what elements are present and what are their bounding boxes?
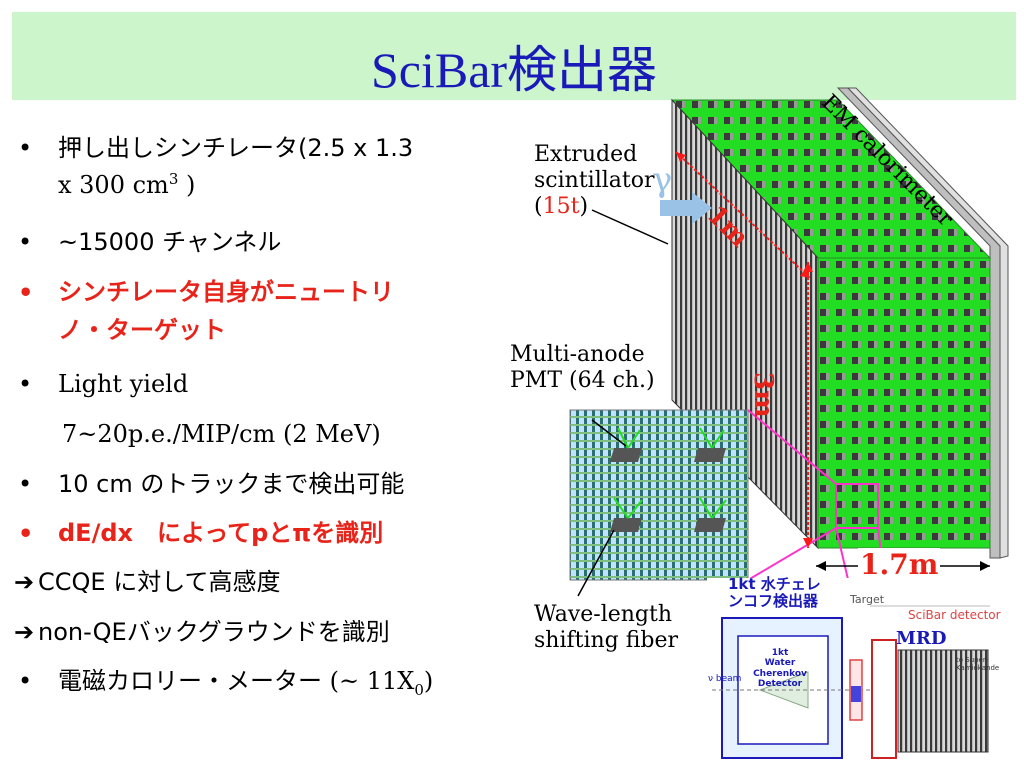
bullet-text-part: x 300 cm: [58, 171, 169, 199]
label-line: Multi-anode: [510, 342, 645, 367]
bullet-dot: •: [18, 519, 34, 548]
bullet-text-part: 電磁カロリー・メーター: [58, 667, 322, 695]
label-line: scintillator: [534, 167, 655, 193]
bullet-text: dE/dx によってpとπを識別: [58, 519, 384, 547]
label-line: 1kt 水チェレ: [728, 575, 821, 593]
bullet-text: CCQE に対して高感度: [38, 568, 281, 596]
bullet-text-cont: ノ・ターゲット: [58, 316, 226, 344]
bullet-dot: •: [18, 228, 33, 256]
page-title: SciBar検出器: [370, 42, 658, 98]
beamline-inset: [707, 578, 1009, 764]
dimension-depth-label: 1.7m: [858, 548, 941, 582]
label-part: ): [579, 193, 589, 219]
bullet-dot: •: [18, 134, 33, 162]
bullet-text-part: ): [178, 171, 196, 199]
pmt-label: Multi-anode PMT (64 ch.): [510, 342, 655, 394]
label-leaders: [577, 209, 669, 597]
extruded-scintillator-label: Extruded scintillator (15t): [534, 142, 654, 220]
label-part: 15t: [542, 193, 580, 219]
label-line: PMT (64 ch.): [510, 367, 655, 393]
inset-target-label: Target: [850, 593, 885, 606]
dimension-side-label: 3m: [748, 372, 778, 418]
inset-sk-label: to Super-Kamiokande: [956, 656, 1000, 673]
bullet-dot: •: [18, 667, 33, 695]
bullet-text: 押し出しシンチレータ(2.5 x 1.3: [58, 134, 414, 162]
em-calorimeter-plates: [836, 87, 1009, 559]
fiber-closeup: [569, 409, 749, 581]
bullet-dot: •: [18, 278, 34, 307]
bullet-text-part: (~ 11X: [322, 667, 415, 695]
fiber-label: Wave-length shifting fiber: [534, 602, 678, 654]
bullet-text: non-QEバックグラウンドを識別: [38, 618, 390, 646]
label-line: shifting fiber: [534, 627, 679, 653]
title-bar: SciBar検出器: [12, 12, 1016, 100]
bullet-text: 10 cm のトラックまで検出可能: [58, 470, 405, 498]
bullet-text: 7~20p.e./MIP/cm (2 MeV): [62, 420, 381, 448]
bullet-dot: •: [18, 370, 33, 398]
bullet-text-part: ): [423, 667, 434, 695]
bullet-text: Light yield: [58, 370, 189, 398]
label-line: Detector: [757, 679, 803, 690]
inset-title: 1kt 水チェレ ンコフ検出器: [728, 575, 821, 611]
gamma-label: γ: [652, 160, 673, 200]
label-line: Wave-length: [534, 602, 673, 627]
bullet-dot: •: [18, 470, 33, 498]
inset-beam-label: ν beam: [708, 674, 742, 684]
inset-1kt-label: 1kt Water Cherenkov Detector: [748, 648, 812, 689]
arrow-icon: ➔: [14, 568, 35, 596]
inset-scibar-label: SciBar detector: [908, 608, 1001, 622]
inset-mrd-label: MRD: [896, 628, 947, 649]
label-line: 1kt: [771, 648, 789, 658]
label-line: (15t): [534, 194, 654, 220]
superscript: 3: [168, 170, 179, 188]
gamma-arrow: [660, 192, 712, 224]
label-line: ンコフ検出器: [728, 592, 819, 611]
arrow-icon: ➔: [14, 618, 35, 646]
label-line: Water Cherenkov: [753, 658, 807, 679]
bullet-text: 電磁カロリー・メーター (~ 11X0): [58, 665, 433, 701]
label-line: Extruded: [534, 142, 638, 167]
bullet-text: シンチレータ自身がニュートリ: [58, 278, 394, 306]
bullet-text-cont: x 300 cm3 ): [58, 169, 195, 203]
bullet-text: ~15000 チャンネル: [58, 228, 282, 256]
subscript: 0: [414, 680, 424, 699]
label-part: (: [534, 193, 543, 219]
